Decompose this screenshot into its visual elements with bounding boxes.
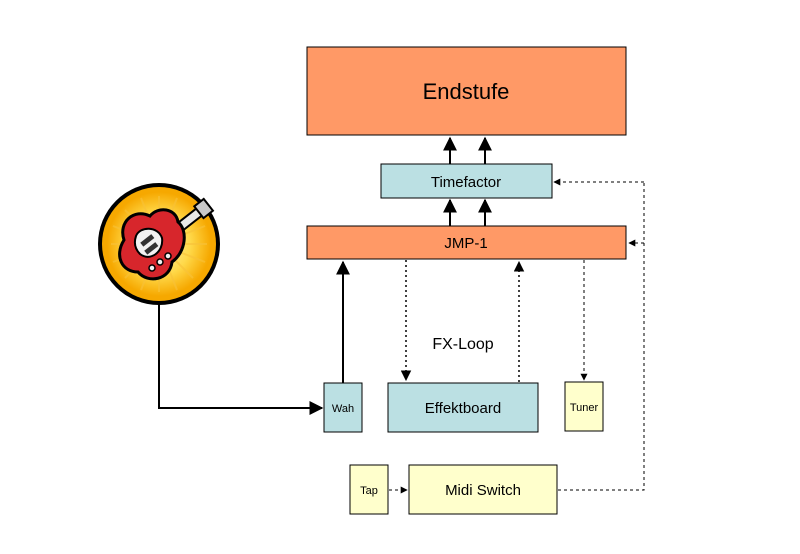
node-tap: Tap bbox=[349, 464, 389, 515]
connections bbox=[158, 136, 645, 494]
wah-label: Wah bbox=[332, 403, 354, 415]
tap-label: Tap bbox=[360, 485, 378, 497]
cable-guitar-to-wah bbox=[158, 303, 324, 415]
midi-bus-line bbox=[558, 182, 645, 491]
node-jmp1: JMP-1 bbox=[306, 225, 627, 260]
electric-guitar-icon bbox=[98, 183, 220, 305]
node-midi-switch: Midi Switch bbox=[408, 464, 558, 515]
node-wah: Wah bbox=[323, 382, 363, 433]
fx-loop-label: FX-Loop bbox=[432, 336, 493, 353]
jmp1-label: JMP-1 bbox=[444, 235, 487, 252]
node-tuner: Tuner bbox=[564, 381, 604, 432]
endstufe-label: Endstufe bbox=[423, 79, 510, 104]
midi-switch-label: Midi Switch bbox=[445, 482, 521, 499]
node-endstufe: Endstufe bbox=[306, 46, 627, 136]
node-effektboard: Effektboard bbox=[387, 382, 539, 433]
effektboard-label: Effektboard bbox=[425, 400, 501, 417]
node-timefactor: Timefactor bbox=[380, 163, 553, 199]
tuner-label: Tuner bbox=[570, 402, 599, 414]
timefactor-label: Timefactor bbox=[431, 174, 501, 191]
